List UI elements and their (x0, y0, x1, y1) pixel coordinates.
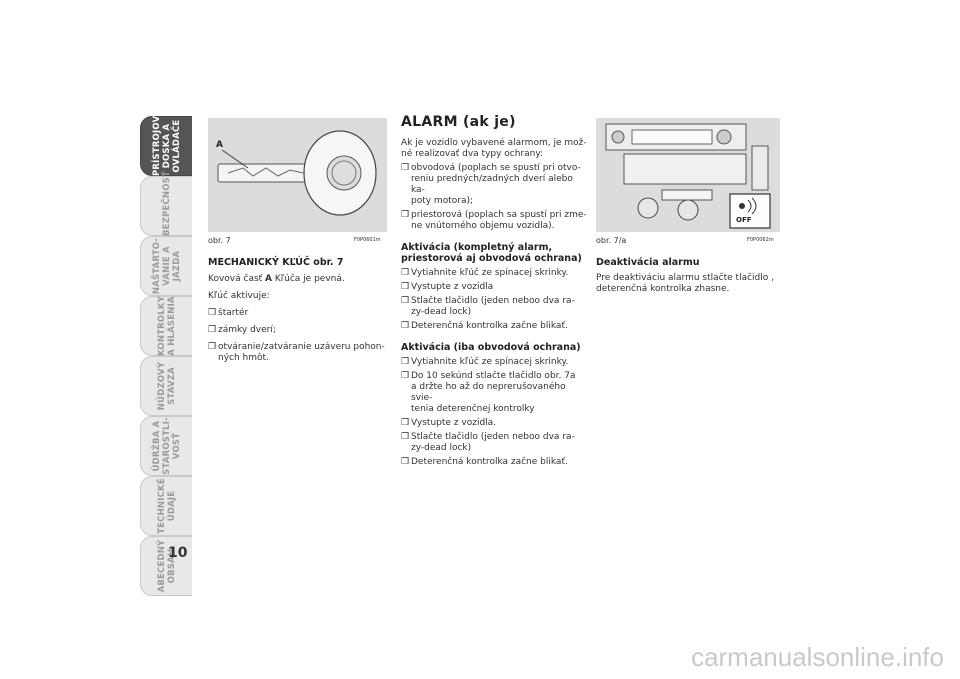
page-number: 10 (168, 545, 188, 561)
checkbox-icon: ❒ (401, 163, 410, 173)
key-illustration (217, 130, 377, 216)
list-item: ❒Deterenčná kontrolka začne blikať. (401, 321, 568, 331)
list-item: ❒Vystupte z vozidla (401, 282, 494, 292)
section-heading-full-alarm: Aktivácia (kompletný alarm, priestorová … (401, 242, 582, 264)
list-item: ❒Vytiahnite kľúč ze spínacej skrinky. (401, 268, 569, 278)
checkbox-icon: ❒ (401, 418, 410, 428)
tab-technicke-udaje[interactable]: TECHNICKÉ ÚDAJE (140, 476, 192, 536)
watermark: carmanualsonline.info (691, 642, 944, 672)
checkbox-icon: ❒ (401, 432, 410, 442)
list-item: ❒zámky dverí; (208, 325, 276, 335)
deactivation-text: Pre deaktiváciu alarmu stlačte tlačidlo … (596, 273, 774, 294)
figure-label-a: A (216, 140, 223, 150)
tab-bezpecnost[interactable]: BEZPEČNOSŤ (140, 171, 192, 236)
right-column: Deaktivácia alarmu Pre deaktiváciu alarm… (596, 257, 782, 295)
list-item: ❒štartér (208, 308, 249, 318)
tab-abecedny-obsah[interactable]: ABECEDNÝ OBSAH (140, 536, 192, 596)
left-column: MECHANICKÝ KĽÚČ obr. 7 Kovová časť A Kľú… (208, 257, 388, 364)
section-heading-perimeter-alarm: Aktivácia (iba obvodová ochrana) (401, 342, 581, 353)
off-label: OFF (736, 216, 752, 224)
checkbox-icon: ❒ (401, 268, 410, 278)
checkbox-icon: ❒ (208, 308, 217, 318)
figure-key: A (208, 118, 387, 232)
figure-7-code: F0P0601m (354, 237, 381, 243)
checkbox-icon: ❒ (401, 357, 410, 367)
list-item: ❒Stlačte tlačidlo (jeden neboo dva ra- z… (401, 432, 575, 453)
checkbox-icon: ❒ (401, 321, 410, 331)
list-item: ❒obvodová (poplach se spustí pri otvo- r… (401, 163, 581, 206)
checkbox-icon: ❒ (401, 296, 410, 306)
key-intro: Kovová časť A Kľúča je pevná. (208, 274, 345, 284)
list-item: ❒Deterenčná kontrolka začne blikať. (401, 457, 568, 467)
list-item: ❒Stlačte tlačidlo (jeden neboo dva ra- z… (401, 296, 575, 317)
list-item: ❒Vystupte z vozidla. (401, 418, 497, 428)
figure-7a-caption: obr. 7/a (596, 236, 627, 245)
section-heading-deactivation: Deaktivácia alarmu (596, 257, 700, 268)
tab-udrzba[interactable]: ÚDRŽBA A STAROSTLI- VOSŤ (140, 416, 192, 476)
checkbox-icon: ❒ (401, 210, 410, 220)
section-heading-mechanical-key: MECHANICKÝ KĽÚČ obr. 7 (208, 257, 344, 268)
tab-nudzovy-stav[interactable]: NÚDZOVÝ STAVZA (140, 356, 192, 416)
figure-7a-code: F0P0062m (747, 237, 774, 243)
tab-nastartovanie[interactable]: NAŠTARTO- VANIE A JAZDA (140, 236, 192, 296)
tab-pristrojova-doska[interactable]: PRÍSTROJOVÁ DOSKA A OVLÁDAČE (140, 109, 192, 176)
list-item: ❒otváranie/zatváranie uzáveru pohon- nýc… (208, 342, 385, 363)
checkbox-icon: ❒ (208, 342, 217, 352)
checkbox-icon: ❒ (401, 371, 410, 381)
checkbox-icon: ❒ (401, 457, 410, 467)
figure-dashboard: OFF (596, 118, 780, 232)
checkbox-icon: ❒ (208, 325, 217, 335)
section-title-alarm: ALARM (ak je) (401, 114, 516, 130)
checkbox-icon: ❒ (401, 282, 410, 292)
list-item: ❒priestorová (poplach sa spustí pri zme-… (401, 210, 587, 231)
middle-column: ALARM (ak je) Ak je vozidlo vybavené ala… (401, 114, 587, 468)
key-activates: Kľúč aktivuje: (208, 291, 270, 301)
figure-7-caption: obr. 7 (208, 236, 231, 245)
tab-kontrolky[interactable]: KONTROLKY A HLÁSENIA (140, 296, 192, 356)
list-item: ❒Vytiahnite kľúč ze spínacej skrinky. (401, 357, 569, 367)
alarm-intro: Ak je vozidlo vybavené alarmom, je mož- … (401, 138, 587, 159)
dashboard-illustration (605, 123, 771, 229)
list-item: ❒Do 10 sekúnd stlačte tlačidlo obr. 7a a… (401, 371, 576, 414)
